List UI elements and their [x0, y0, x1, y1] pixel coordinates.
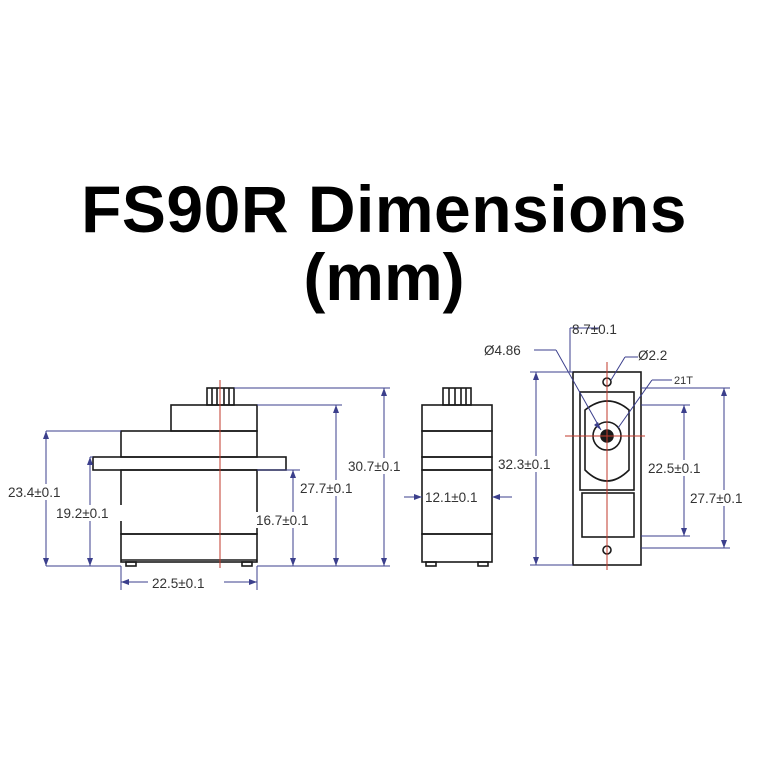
side-dimension-lines	[45, 387, 390, 590]
top-output-outline	[584, 400, 630, 482]
dim-label-spline-teeth: 21T	[674, 375, 693, 387]
top-motor-cover	[581, 492, 635, 538]
dim-label-to-top-cover: 27.7±0.1	[300, 481, 352, 496]
front-bottom-cap	[421, 533, 493, 563]
diagram-title: FS90R Dimensions	[81, 172, 687, 246]
dim-label-side-width: 22.5±0.1	[152, 576, 204, 591]
dim-label-total-height: 30.7±0.1	[348, 459, 400, 474]
front-view	[421, 387, 493, 567]
dim-label-tab-height: 19.2±0.1	[56, 506, 108, 521]
dim-label-shaft-to-hole: 22.5±0.1	[648, 461, 700, 476]
side-view	[92, 387, 287, 567]
side-mounting-tabs	[92, 456, 287, 471]
dim-label-body-length: 27.7±0.1	[690, 491, 742, 506]
dim-label-total-with-tabs: 23.4±0.1	[8, 485, 60, 500]
side-bottom-cap	[120, 533, 258, 563]
dim-label-hole-diameter: Ø2.2	[638, 348, 667, 363]
dim-label-front-depth: 12.1±0.1	[425, 490, 477, 505]
diagram-subtitle-units: (mm)	[303, 240, 465, 314]
dim-label-body-height: 16.7±0.1	[256, 513, 308, 528]
front-upper-body	[421, 430, 493, 458]
top-dimension-lines	[530, 327, 730, 566]
dim-label-shaft-diameter: Ø4.86	[484, 343, 521, 358]
front-top-cover	[421, 404, 493, 432]
front-mounting-tab	[421, 456, 493, 471]
dim-label-total-length: 32.3±0.1	[498, 457, 550, 472]
dim-label-spline-offset: 8.7±0.1	[572, 322, 617, 337]
side-dimension-arrows	[43, 388, 387, 585]
side-top-cover	[170, 404, 258, 432]
side-lower-body	[120, 469, 258, 535]
side-upper-body	[120, 430, 258, 458]
